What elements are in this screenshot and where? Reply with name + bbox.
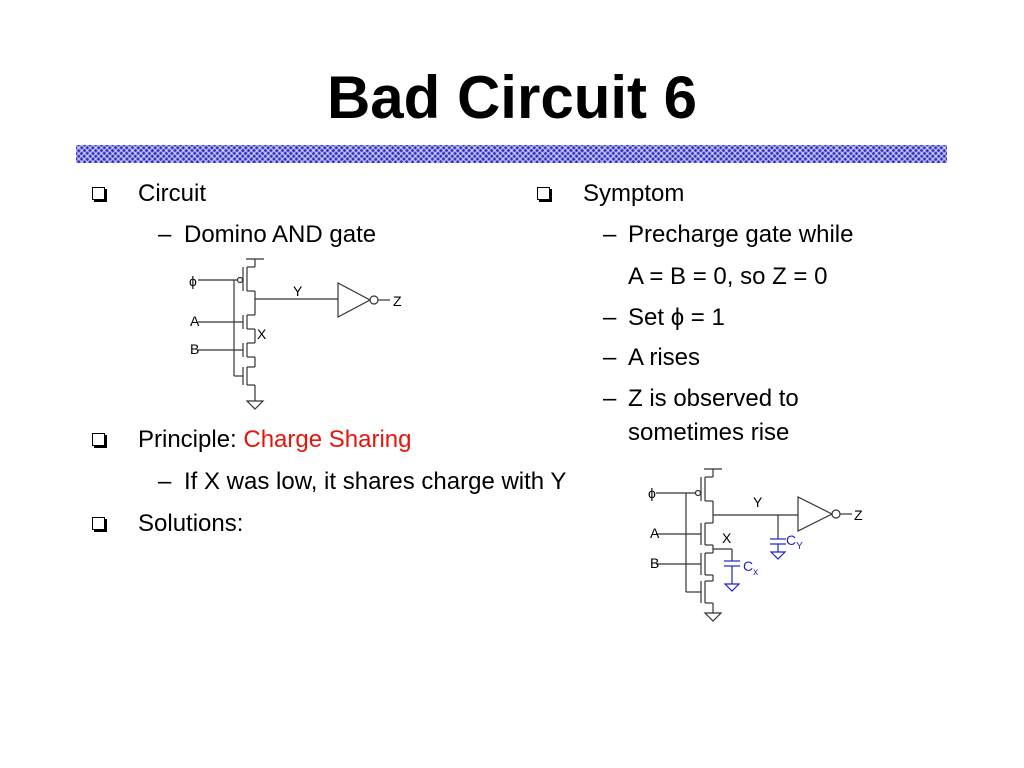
symptom-item-3: A rises [628,344,701,371]
node-x-label: X [257,326,267,342]
dash-bullet: – [603,221,617,248]
bullet-box-icon [537,187,550,200]
bullet-box-icon [92,517,105,530]
dash-bullet: – [603,304,617,331]
node-y-label: Y [293,283,303,299]
charge-sharing-highlight: Charge Sharing [243,426,412,453]
principle-heading: Principle: Charge Sharing [138,426,411,454]
slide-title: Bad Circuit 6 [326,64,698,131]
input-a-label: A [190,313,200,329]
solutions-heading: Solutions: [138,510,244,537]
input-b-label: B [190,341,199,357]
bullet-box-icon [92,433,105,446]
phi-label: ϕ [189,273,197,289]
output-z-label: Z [393,293,402,309]
dash-bullet: – [158,221,172,248]
domino-and-schematic: ϕ A B X Y Z [189,258,402,410]
bullet-box-icon [92,187,105,200]
dash-bullet: – [158,468,172,495]
symptom-item-1: Precharge gate while [628,221,854,248]
symptom-item-1-cont: A = B = 0, so Z = 0 [628,263,828,290]
principle-subitem: If X was low, it shares charge with Y [184,468,567,495]
node-y-label: Y [753,494,763,510]
symptom-item-4-cont: sometimes rise [628,419,790,446]
input-b-label: B [650,555,659,571]
input-a-label: A [650,525,660,541]
principle-label: Principle: [138,426,244,453]
phi-label: ϕ [648,485,656,501]
title-divider-bar [76,145,947,163]
symptom-item-4: Z is observed to [628,385,799,412]
dash-bullet: – [603,385,617,412]
charge-sharing-schematic: ϕ A B X Y Z CY Cx [648,468,863,622]
circuit-subitem: Domino AND gate [184,221,377,248]
dash-bullet: – [603,344,617,371]
circuit-heading: Circuit [138,180,207,207]
output-z-label: Z [854,507,863,523]
cy-label: CY [786,532,803,552]
symptom-heading: Symptom [583,180,685,207]
cx-label: Cx [743,558,758,578]
symptom-item-2: Set ϕ = 1 [628,304,725,331]
node-x-label: X [722,530,732,546]
